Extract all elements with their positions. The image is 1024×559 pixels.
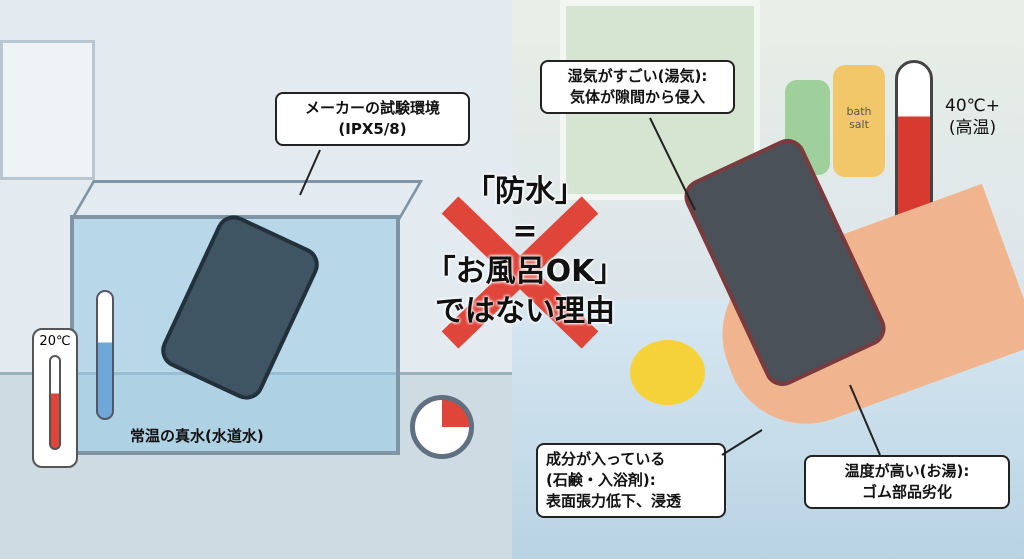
hot-temperature-label: 40℃+ (高温)	[945, 95, 1000, 139]
title-line: ではない理由	[435, 294, 615, 329]
temperature-callout: 温度が高い(お湯): ゴム部品劣化	[804, 455, 1010, 509]
room-temperature-label: 20℃	[39, 334, 71, 349]
tank-label: 常温の真水(水道水)	[130, 427, 264, 445]
stopwatch-icon	[410, 395, 474, 459]
steam-pointer	[649, 117, 696, 211]
maker-pointer	[299, 149, 321, 196]
title-line: =	[512, 214, 538, 249]
bookshelf	[0, 40, 95, 180]
callout-line: メーカーの試験環境	[304, 99, 440, 117]
temp-value: 40℃+	[945, 96, 1000, 116]
callout-line: 表面張力低下、浸透	[546, 492, 682, 510]
title-line: 「防水」	[465, 174, 585, 209]
callout-line: (IPX5/8)	[338, 120, 407, 138]
red-x-icon	[441, 196, 599, 349]
rubber-duck	[630, 340, 705, 405]
maker-test-callout: メーカーの試験環境 (IPX5/8)	[275, 92, 470, 146]
ingredients-pointer	[721, 429, 763, 456]
room-thermometer: 20℃	[32, 328, 78, 468]
callout-line: 成分が入っている	[546, 450, 666, 468]
callout-line: 温度が高い(お湯):	[844, 462, 970, 480]
bottle-label: bath	[846, 105, 872, 118]
temp-note: (高温)	[948, 118, 997, 138]
callout-line: 気体が隙間から侵入	[569, 88, 705, 106]
callout-line: (石鹸・入浴剤):	[546, 471, 656, 489]
callout-line: ゴム部品劣化	[861, 483, 952, 501]
bath-salt-bottle: bath salt	[833, 65, 885, 177]
bottle-label: salt	[849, 118, 869, 131]
ingredients-callout: 成分が入っている (石鹸・入浴剤): 表面張力低下、浸透	[536, 443, 726, 518]
title-line: 「お風呂OK」	[425, 254, 625, 289]
thermometer-tube	[49, 355, 61, 450]
center-title: 「防水」 = 「お風呂OK」 ではない理由	[400, 172, 650, 332]
blue-thermometer	[96, 290, 114, 420]
callout-line: 湿気がすごい(湯気):	[567, 67, 708, 85]
steam-callout: 湿気がすごい(湯気): 気体が隙間から侵入	[540, 60, 735, 114]
temperature-pointer	[849, 384, 881, 456]
